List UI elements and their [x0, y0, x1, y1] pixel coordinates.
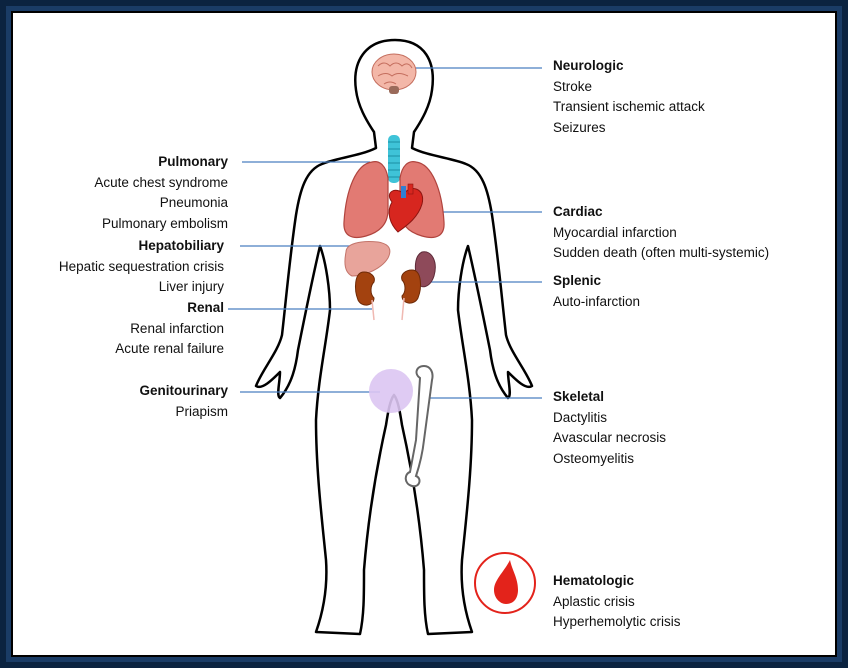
trachea-icon [388, 135, 400, 183]
label-hepatobiliary: Hepatobiliary Hepatic sequestration cris… [59, 236, 224, 298]
bladder-icon [369, 369, 413, 413]
body-outline [256, 40, 532, 634]
pulmonary-item-2: Pneumonia [94, 193, 228, 214]
skeletal-item-3: Osteomyelitis [553, 449, 666, 470]
hematologic-item-2: Hyperhemolytic crisis [553, 612, 681, 633]
renal-item-1: Renal infarction [115, 319, 224, 340]
blood-drop-icon [475, 553, 535, 613]
label-pulmonary: Pulmonary Acute chest syndrome Pneumonia… [94, 152, 228, 234]
neurologic-item-3: Seizures [553, 118, 705, 139]
genitourinary-item-1: Priapism [139, 402, 228, 423]
neurologic-item-1: Stroke [553, 77, 705, 98]
label-genitourinary: Genitourinary Priapism [139, 381, 228, 422]
genitourinary-title: Genitourinary [139, 381, 228, 402]
pulmonary-item-1: Acute chest syndrome [94, 173, 228, 194]
cardiac-item-1: Myocardial infarction [553, 223, 769, 244]
skeletal-item-2: Avascular necrosis [553, 428, 666, 449]
renal-item-2: Acute renal failure [115, 339, 224, 360]
label-hematologic: Hematologic Aplastic crisis Hyperhemolyt… [553, 571, 681, 633]
renal-title: Renal [115, 298, 224, 319]
label-renal: Renal Renal infarction Acute renal failu… [115, 298, 224, 360]
skeletal-title: Skeletal [553, 387, 666, 408]
hepatobiliary-item-1: Hepatic sequestration crisis [59, 257, 224, 278]
splenic-title: Splenic [553, 271, 640, 292]
hepatobiliary-title: Hepatobiliary [59, 236, 224, 257]
pulmonary-item-3: Pulmonary embolism [94, 214, 228, 235]
label-skeletal: Skeletal Dactylitis Avascular necrosis O… [553, 387, 666, 469]
neurologic-title: Neurologic [553, 56, 705, 77]
pulmonary-title: Pulmonary [94, 152, 228, 173]
hematologic-item-1: Aplastic crisis [553, 592, 681, 613]
label-cardiac: Cardiac Myocardial infarction Sudden dea… [553, 202, 769, 264]
hepatobiliary-item-2: Liver injury [59, 277, 224, 298]
splenic-item-1: Auto-infarction [553, 292, 640, 313]
cardiac-item-2: Sudden death (often multi-systemic) [553, 243, 769, 264]
label-neurologic: Neurologic Stroke Transient ischemic att… [553, 56, 705, 138]
cardiac-title: Cardiac [553, 202, 769, 223]
neurologic-item-2: Transient ischemic attack [553, 97, 705, 118]
hematologic-title: Hematologic [553, 571, 681, 592]
label-splenic: Splenic Auto-infarction [553, 271, 640, 312]
skeletal-item-1: Dactylitis [553, 408, 666, 429]
